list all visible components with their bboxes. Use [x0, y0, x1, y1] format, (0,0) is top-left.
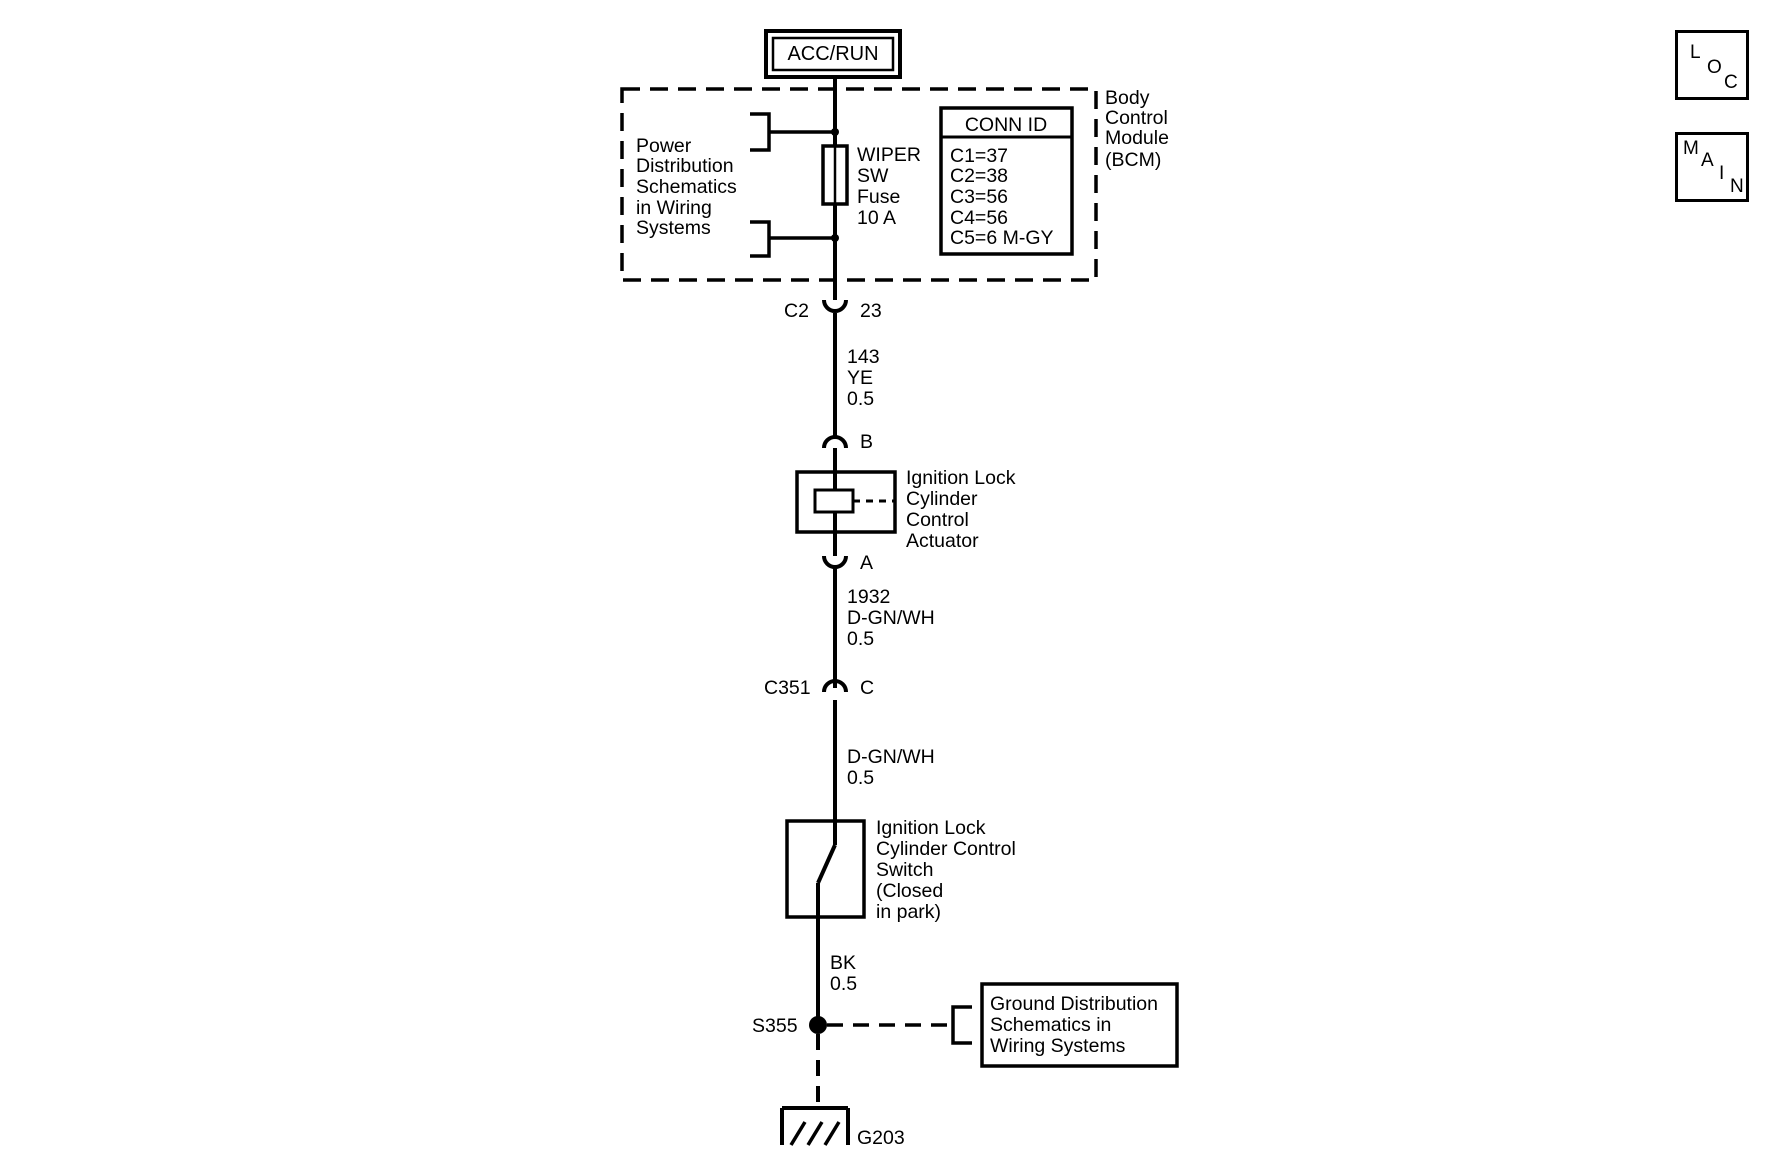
loc-letter: C [1724, 72, 1738, 93]
power-distribution-line: Systems [636, 217, 711, 239]
wire-circuit: 143 [847, 346, 880, 368]
switch-label-line: Ignition Lock [876, 817, 986, 839]
conn-id-row: C2=38 [950, 165, 1008, 187]
power-distribution-ref: Power Distribution Schematics in Wiring … [636, 112, 835, 258]
ignition-lock-actuator: Ignition Lock Cylinder Control Actuator [795, 467, 1016, 552]
bcm-label-line: Module [1105, 127, 1169, 149]
switch-label-line: (Closed [876, 880, 943, 902]
connector-pin: B [860, 431, 873, 453]
connector-name: C351 [764, 677, 811, 699]
actuator-label-line: Control [906, 509, 969, 531]
switch-label-line: in park) [876, 901, 941, 923]
fuse-label-line: WIPER [857, 144, 921, 166]
wire-size: 0.5 [830, 973, 857, 995]
main-letter: A [1701, 150, 1714, 171]
wire-size: 0.5 [847, 767, 874, 789]
ground-ref-line: Schematics in [990, 1014, 1111, 1036]
actuator-label-line: Cylinder [906, 488, 978, 510]
wire-color: D-GN/WH [847, 607, 935, 629]
power-distribution-line: Schematics [636, 176, 737, 198]
connector-pin: 23 [860, 300, 882, 322]
bcm-label-line: Control [1105, 107, 1168, 129]
ground-ref-line: Ground Distribution [990, 993, 1158, 1015]
fuse-label-line: SW [857, 165, 889, 187]
power-distribution-line: in Wiring [636, 197, 712, 219]
main-letter: N [1730, 176, 1744, 197]
connector-pin: C [860, 677, 874, 699]
wiper-fuse: WIPER SW Fuse 10 A [821, 144, 921, 229]
conn-id-row: C1=37 [950, 145, 1008, 167]
connector-b: B [822, 431, 873, 453]
main-button[interactable]: M A I N [1675, 132, 1749, 202]
fuse-label-line: Fuse [857, 186, 900, 208]
wire-label-1932: 1932 D-GN/WH 0.5 [847, 586, 935, 650]
conn-id-row: C4=56 [950, 207, 1008, 229]
connector-c2: C2 23 [784, 299, 882, 322]
splice-label: S355 [752, 1015, 798, 1037]
wire-color: BK [830, 952, 856, 974]
power-distribution-line: Power [636, 135, 692, 157]
ground-distribution-ref: Ground Distribution Schematics in Wiring… [980, 982, 1179, 1068]
ground-ref-line: Wiring Systems [990, 1035, 1126, 1057]
bcm-label-line: Body [1105, 87, 1150, 109]
ground-label: G203 [857, 1127, 905, 1149]
conn-id-row: C5=6 M-GY [950, 227, 1054, 249]
conn-id-row: C3=56 [950, 186, 1008, 208]
bcm-label-line: (BCM) [1105, 149, 1161, 171]
connector-c351: C351 C [764, 677, 874, 699]
wire-size: 0.5 [847, 388, 874, 410]
wire-label-bk: BK 0.5 [830, 952, 857, 995]
wire-circuit: 1932 [847, 586, 890, 608]
switch-label-line: Cylinder Control [876, 838, 1016, 860]
ignition-lock-switch: Ignition Lock Cylinder Control Switch (C… [785, 817, 1016, 923]
connector-pin: A [860, 552, 873, 574]
actuator-label-line: Actuator [906, 530, 979, 552]
power-distribution-line: Distribution [636, 155, 734, 177]
conn-id-title: CONN ID [965, 114, 1047, 136]
wire-label-143: 143 YE 0.5 [847, 346, 880, 410]
wire-label-dgn-wh: D-GN/WH 0.5 [847, 746, 935, 789]
power-source-label: ACC/RUN [787, 43, 878, 65]
fuse-label-line: 10 A [857, 207, 896, 229]
main-letter: M [1683, 138, 1699, 159]
switch-label-line: Switch [876, 859, 933, 881]
connector-a: A [822, 552, 873, 574]
power-source-box: ACC/RUN [764, 29, 902, 79]
splice-s355: S355 [752, 1005, 972, 1045]
conn-id-table: CONN ID C1=37 C2=38 C3=56 C4=56 C5=6 M-G… [939, 106, 1074, 256]
wire-color: YE [847, 367, 873, 389]
ground-g203: G203 [780, 1106, 905, 1149]
actuator-label-line: Ignition Lock [906, 467, 1016, 489]
connector-name: C2 [784, 300, 809, 322]
wire-color: D-GN/WH [847, 746, 935, 768]
bcm-label: Body Control Module (BCM) [1105, 87, 1169, 171]
loc-letter: O [1707, 57, 1722, 78]
wire-size: 0.5 [847, 628, 874, 650]
loc-button[interactable]: L O C [1675, 30, 1749, 100]
bcm-enclosure [620, 87, 1098, 282]
loc-letter: L [1690, 42, 1701, 63]
main-letter: I [1719, 163, 1725, 184]
